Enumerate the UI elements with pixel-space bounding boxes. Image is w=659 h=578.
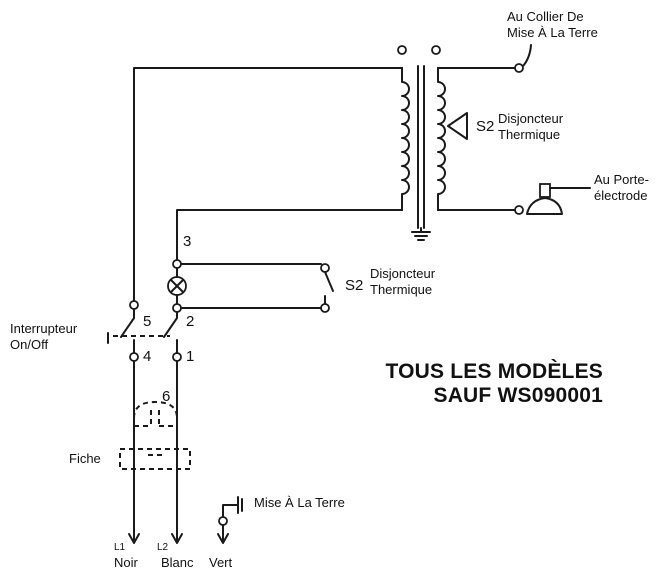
terminal-2: [172, 303, 182, 313]
label-terminal-1: 1: [186, 348, 194, 365]
transformer-dot-right: [431, 45, 441, 55]
label-terminal-4: 4: [143, 348, 151, 365]
label-noir: Noir: [114, 555, 139, 570]
arrow-l2-icon: [171, 533, 183, 544]
switch-blade-left: [120, 308, 135, 338]
label-electrode-2: électrode: [594, 188, 647, 203]
terminal-breaker-bottom: [320, 303, 330, 313]
label-ground: Mise À La Terre: [254, 495, 345, 510]
label-plug: Fiche: [69, 451, 101, 466]
label-terminal-3: 3: [183, 233, 191, 250]
ground-icon: [411, 227, 431, 241]
label-electrode-1: Au Porte-: [594, 172, 649, 187]
thermal-breaker-triangle-icon: [447, 112, 468, 140]
label-terminal-5: 5: [143, 313, 151, 330]
switch-blade-right: [163, 311, 178, 338]
ground-wire-icon: [217, 496, 243, 544]
terminal-breaker-top: [320, 263, 330, 273]
label-ground-clamp-2: Mise À La Terre: [507, 25, 598, 40]
label-breaker-mid-id: S2: [345, 277, 363, 294]
label-ground-clamp-1: Au Collier De: [507, 9, 584, 24]
terminal-1: [172, 352, 182, 362]
label-l1: L1: [114, 542, 126, 553]
label-switch-1: Interrupteur: [10, 321, 78, 336]
terminal-4: [129, 352, 139, 362]
label-breaker-top-2: Thermique: [498, 127, 560, 142]
indicator-lamp-icon: [167, 276, 187, 296]
label-breaker-top-1: Disjoncteur: [498, 111, 564, 126]
label-breaker-mid-1: Disjoncteur: [370, 266, 436, 281]
wire-primary-to-3: [176, 209, 403, 261]
label-blanc: Blanc: [161, 555, 194, 570]
label-terminal-6: 6: [162, 388, 170, 405]
secondary-winding: [437, 67, 446, 211]
terminal-electrode: [514, 205, 524, 215]
arrow-l1-icon: [128, 533, 140, 544]
terminal-ground-clamp: [514, 63, 524, 73]
title-line-2: SAUF WS090001: [433, 384, 603, 407]
label-breaker-mid-2: Thermique: [370, 282, 432, 297]
primary-winding: [401, 67, 410, 211]
label-vert: Vert: [209, 555, 233, 570]
ground-clamp-lead: [522, 44, 532, 67]
label-switch-2: On/Off: [10, 337, 48, 352]
label-breaker-top-id: S2: [476, 118, 494, 135]
label-l2: L2: [157, 542, 169, 553]
transformer: [397, 45, 446, 241]
title-line-1: TOUS LES MODÈLES: [385, 360, 603, 383]
terminal-3: [172, 259, 182, 269]
terminal-5: [129, 300, 139, 310]
transformer-dot-left: [397, 45, 407, 55]
thermal-breaker-switch-icon: [324, 271, 334, 305]
label-terminal-2: 2: [186, 313, 194, 330]
wire-l1-to-primary: [133, 67, 403, 302]
capacitor-6: [133, 400, 178, 427]
plug-icon: [119, 448, 191, 470]
electrode-holder-icon: [526, 183, 591, 215]
